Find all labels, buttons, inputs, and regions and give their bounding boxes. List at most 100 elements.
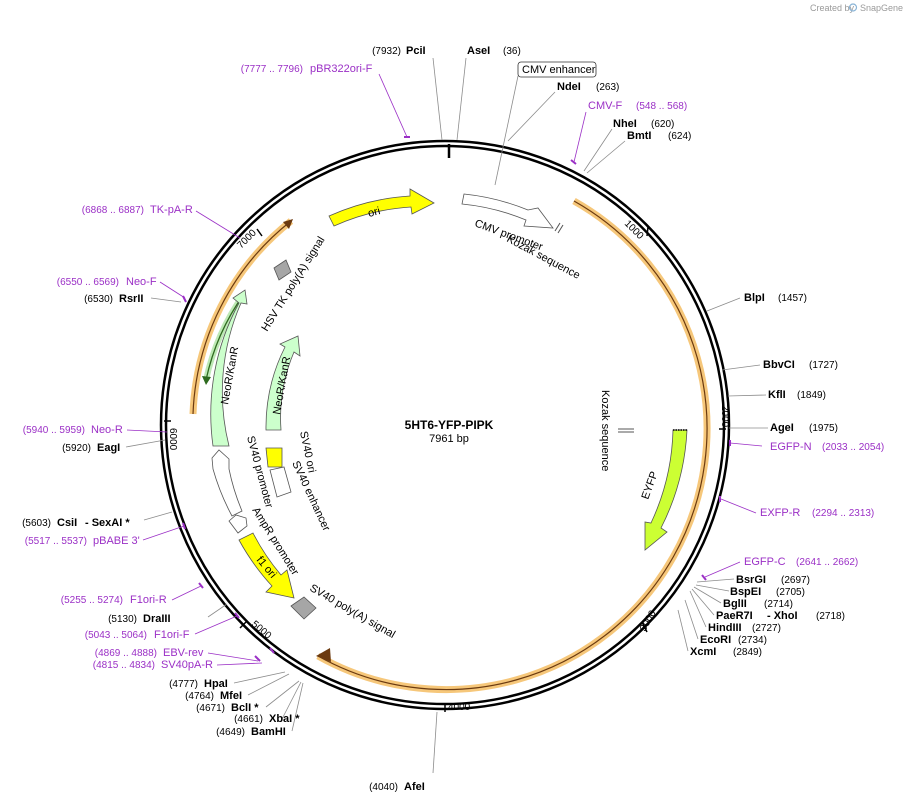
enzyme-bglii[interactable]: BglII <box>723 598 747 610</box>
enzyme-hpai[interactable]: HpaI <box>204 678 228 690</box>
enzyme-csii[interactable]: CsiI <box>57 517 77 529</box>
feature-hsv-tk-polya[interactable] <box>273 259 292 281</box>
plasmid-length: 7961 bp <box>429 433 469 445</box>
primer-range-ebv-rev: (4869 .. 4888) <box>95 648 157 659</box>
enzyme-hindiii[interactable]: HindIII <box>708 622 742 634</box>
tick-mark-7000 <box>256 228 263 237</box>
enzyme-blpi[interactable]: BlpI <box>744 292 765 304</box>
primer-exfp-r[interactable]: EXFP-R <box>760 507 800 519</box>
tick-mark-5000 <box>239 621 247 629</box>
enzyme-eagi[interactable]: EagI <box>97 442 120 454</box>
enzyme-pos-bsrgi: (2697) <box>781 575 810 586</box>
plasmid-name: 5HT6-YFP-PIPK <box>405 418 494 432</box>
enzyme-xhoi[interactable]: - XhoI <box>767 610 798 622</box>
enzyme-ecori[interactable]: EcoRI <box>700 634 731 646</box>
orf-left-arrowhead <box>283 219 293 229</box>
feature-sv40-promoter[interactable] <box>211 449 243 517</box>
enzyme-pos-bbvci: (1727) <box>809 360 838 371</box>
enzyme-bcli[interactable]: BclI * <box>231 702 259 714</box>
enzyme-bmti[interactable]: BmtI <box>627 130 651 142</box>
label-sv40-polya: SV40 poly(A) signal <box>308 582 398 641</box>
enzyme-pos-hpai: (4777) <box>169 679 198 690</box>
label-ori: ori <box>367 205 382 220</box>
feature-f1-ori[interactable] <box>238 532 295 599</box>
enzyme-asei[interactable]: AseI <box>467 45 490 57</box>
label-eyfp: EYFP <box>640 470 661 501</box>
primer-range-cmv-f: (548 .. 568) <box>636 101 687 112</box>
primer-pbr322ori-f[interactable]: pBR322ori-F <box>310 63 373 75</box>
primer-pbabe-3[interactable]: pBABE 3' <box>93 535 140 547</box>
label-hsv-tk: HSV TK poly(A) signal <box>259 235 327 334</box>
enzyme-pos-bglii: (2714) <box>764 599 793 610</box>
enzyme-pos-csii: (5603) <box>22 518 51 529</box>
feature-sv40-polya[interactable] <box>290 596 317 620</box>
primer-range-tk-pa-r: (6868 .. 6887) <box>82 205 144 216</box>
enzyme-pos-eagi: (5920) <box>62 443 91 454</box>
cmv-enhancer-box[interactable] <box>517 61 597 78</box>
primer-range-egfp-c: (2641 .. 2662) <box>796 557 858 568</box>
feature-ampr-promoter[interactable] <box>228 514 248 534</box>
enzyme-pos-draiii: (5130) <box>108 614 137 625</box>
feature-ori[interactable] <box>328 188 435 227</box>
enzyme-draiii[interactable]: DraIII <box>143 613 171 625</box>
primer-range-pbabe-3: (5517 .. 5537) <box>25 536 87 547</box>
tick-label-2000: 2000 <box>719 405 730 428</box>
primer-egfp-c[interactable]: EGFP-C <box>744 556 786 568</box>
primer-cmv-f[interactable]: CMV-F <box>588 100 623 112</box>
feature-neor-outer[interactable] <box>210 289 248 447</box>
orf-left-line <box>192 220 292 415</box>
label-kozak-inner: Kozak sequence <box>599 390 611 471</box>
primer-tk-pa-r[interactable]: TK-pA-R <box>150 204 193 216</box>
leader-cmv-enhancer <box>494 75 519 186</box>
enzyme-labels: (7932) PciI AseI (36) NdeI (263) NheI (6… <box>22 45 845 793</box>
enzyme-ndei[interactable]: NdeI <box>557 81 581 93</box>
enzyme-pos-bamhi: (4649) <box>216 727 245 738</box>
primer-sv40pa-r[interactable]: SV40pA-R <box>161 659 213 671</box>
enzyme-sexai[interactable]: - SexAI * <box>85 517 130 529</box>
enzyme-bamhi[interactable]: BamHI <box>251 726 286 738</box>
feature-kozak-outer-mark <box>554 222 561 232</box>
enzyme-pos-xhoi: (2718) <box>816 611 845 622</box>
primer-range-egfp-n: (2033 .. 2054) <box>822 442 884 453</box>
primer-ebv-rev[interactable]: EBV-rev <box>163 647 204 659</box>
enzyme-afei[interactable]: AfeI <box>404 781 425 793</box>
primer-leaders <box>126 73 763 666</box>
enzyme-bspei[interactable]: BspEI <box>730 586 761 598</box>
enzyme-bbvci[interactable]: BbvCI <box>763 359 795 371</box>
snapgene-logo-icon <box>848 3 858 12</box>
enzyme-pos-bspei: (2705) <box>776 587 805 598</box>
enzyme-pos-afei: (4040) <box>369 782 398 793</box>
enzyme-pos-xcmi: (2849) <box>733 647 762 658</box>
orf-main-line <box>317 200 708 691</box>
primer-range-neo-r: (5940 .. 5959) <box>23 425 85 436</box>
primer-f1ori-r[interactable]: F1ori-R <box>130 594 167 606</box>
primer-neo-r[interactable]: Neo-R <box>91 424 123 436</box>
feature-eyfp[interactable] <box>644 429 688 551</box>
feature-kozak-outer-mark-2 <box>557 224 564 234</box>
enzyme-rsrii[interactable]: RsrII <box>119 293 143 305</box>
enzyme-pos-mfei: (4764) <box>185 691 214 702</box>
feature-sv40-enhancer[interactable] <box>269 466 292 498</box>
enzyme-bsrgi[interactable]: BsrGI <box>736 574 766 586</box>
orf-neo-arrowhead <box>202 376 211 385</box>
enzyme-xcmi[interactable]: XcmI <box>690 646 716 658</box>
feature-cmv-promoter[interactable] <box>461 193 554 229</box>
enzyme-pos-blpi: (1457) <box>778 293 807 304</box>
enzyme-pcii[interactable]: PciI <box>406 45 426 57</box>
primer-egfp-n[interactable]: EGFP-N <box>770 441 812 453</box>
primer-neo-f[interactable]: Neo-F <box>126 276 157 288</box>
feature-sv40-ori[interactable] <box>265 447 283 468</box>
enzyme-xbai[interactable]: XbaI * <box>269 713 300 725</box>
enzyme-nhei[interactable]: NheI <box>613 118 637 130</box>
feature-neor-inner[interactable] <box>265 335 301 431</box>
enzyme-kfli[interactable]: KflI <box>768 389 786 401</box>
tick-mark-1000 <box>646 226 649 237</box>
primer-f1ori-f[interactable]: F1ori-F <box>154 629 190 641</box>
enzyme-paer7i[interactable]: PaeR7I <box>716 610 753 622</box>
enzyme-pos-bmti: (624) <box>668 131 691 142</box>
enzyme-mfei[interactable]: MfeI <box>220 690 242 702</box>
enzyme-agei[interactable]: AgeI <box>770 422 794 434</box>
primer-range-pbr322ori-f: (7777 .. 7796) <box>241 64 303 75</box>
